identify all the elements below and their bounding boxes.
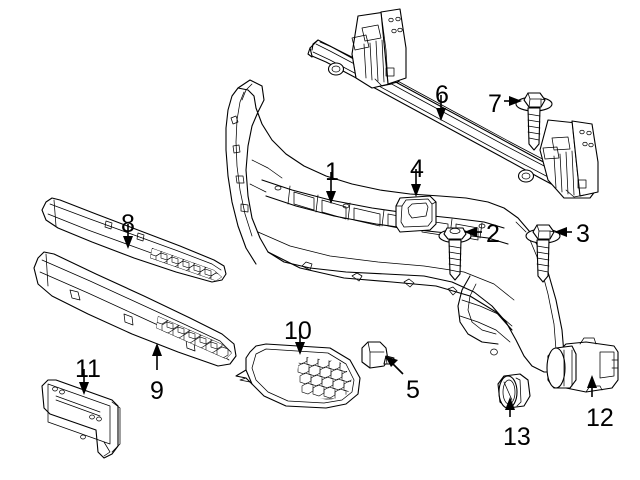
part-front-bumper-cover [225,79,565,373]
callout-label-12: 12 [586,404,614,432]
part-license-plate-bracket [41,379,121,459]
part-lower-grille [33,251,237,367]
part-retainer-clip [361,341,395,369]
impact-bar-right-bracket [539,119,599,199]
callout-label-11: 11 [75,355,101,383]
part-park-distance-sensor [546,337,619,393]
callout-arrows [79,95,597,417]
part-fog-lamp-bezel-grille [235,343,361,409]
callout-label-13: 13 [503,423,531,451]
part-impact-bar-reinforcement [307,8,599,199]
impact-bar-left-bracket [351,8,407,89]
callout-label-2: 2 [486,220,500,248]
part-bumper-mounting-bolt-hex [525,224,561,283]
callout-label-8: 8 [121,210,135,238]
part-bumper-rubber-pad [395,195,437,233]
part-impact-bar-bolt-hex [515,92,553,151]
callout-label-5: 5 [406,376,420,404]
callout-label-7: 7 [488,90,502,118]
callout-label-3: 3 [576,220,590,248]
callout-label-1: 1 [325,158,339,186]
callout-label-4: 4 [410,155,424,183]
callout-label-10: 10 [284,317,312,345]
callout-label-9: 9 [150,377,164,405]
part-upper-grille-trim [41,197,227,283]
part-bumper-mounting-bolt-torx [438,227,472,281]
callout-label-6: 6 [435,81,449,109]
part-sensor-mounting-ring [497,373,531,409]
